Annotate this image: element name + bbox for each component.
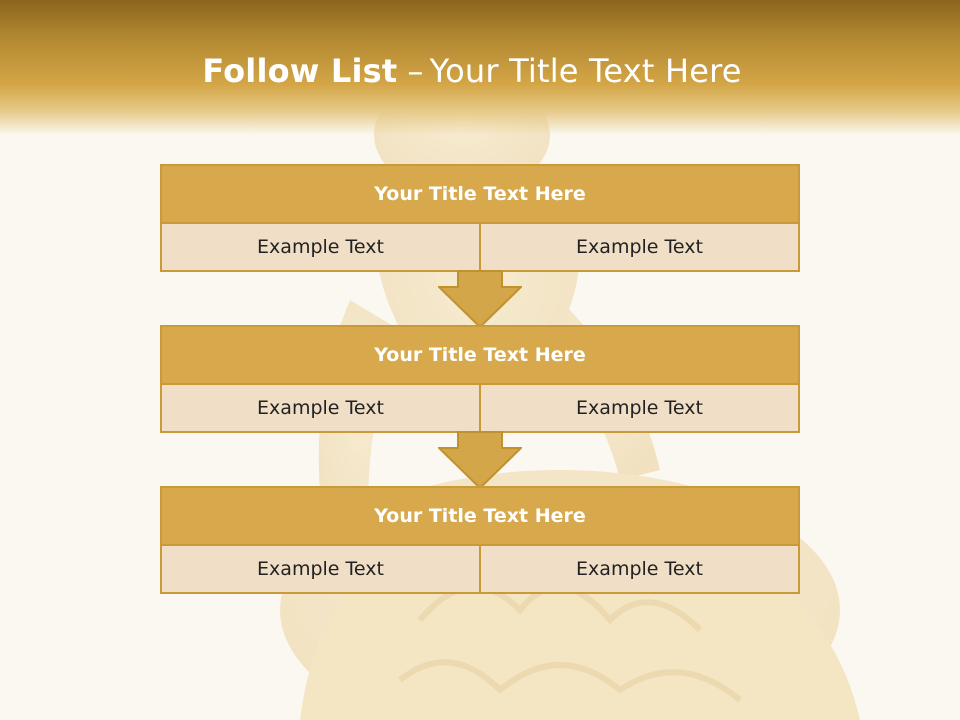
step-box-row: Example Text Example Text	[162, 385, 798, 431]
step-box-3: Your Title Text Here Example Text Exampl…	[160, 486, 800, 594]
step-box-right-text: Example Text	[481, 224, 798, 270]
step-box-title: Your Title Text Here	[162, 166, 798, 222]
step-box-right-text: Example Text	[481, 546, 798, 592]
step-box-2: Your Title Text Here Example Text Exampl…	[160, 325, 800, 433]
slide-title-dash: –	[407, 52, 424, 90]
down-arrow-icon	[438, 270, 522, 328]
slide-title: Follow List–Your Title Text Here	[0, 52, 944, 90]
step-box-title: Your Title Text Here	[162, 488, 798, 544]
step-box-right-text: Example Text	[481, 385, 798, 431]
step-box-left-text: Example Text	[162, 224, 479, 270]
slide-title-subtitle: Your Title Text Here	[429, 52, 742, 90]
step-box-left-text: Example Text	[162, 546, 479, 592]
step-box-row: Example Text Example Text	[162, 546, 798, 592]
down-arrow-icon	[438, 431, 522, 489]
slide-title-bold: Follow List	[202, 52, 398, 90]
step-box-left-text: Example Text	[162, 385, 479, 431]
step-box-1: Your Title Text Here Example Text Exampl…	[160, 164, 800, 272]
title-banner	[0, 0, 960, 135]
step-box-row: Example Text Example Text	[162, 224, 798, 270]
step-box-title: Your Title Text Here	[162, 327, 798, 383]
